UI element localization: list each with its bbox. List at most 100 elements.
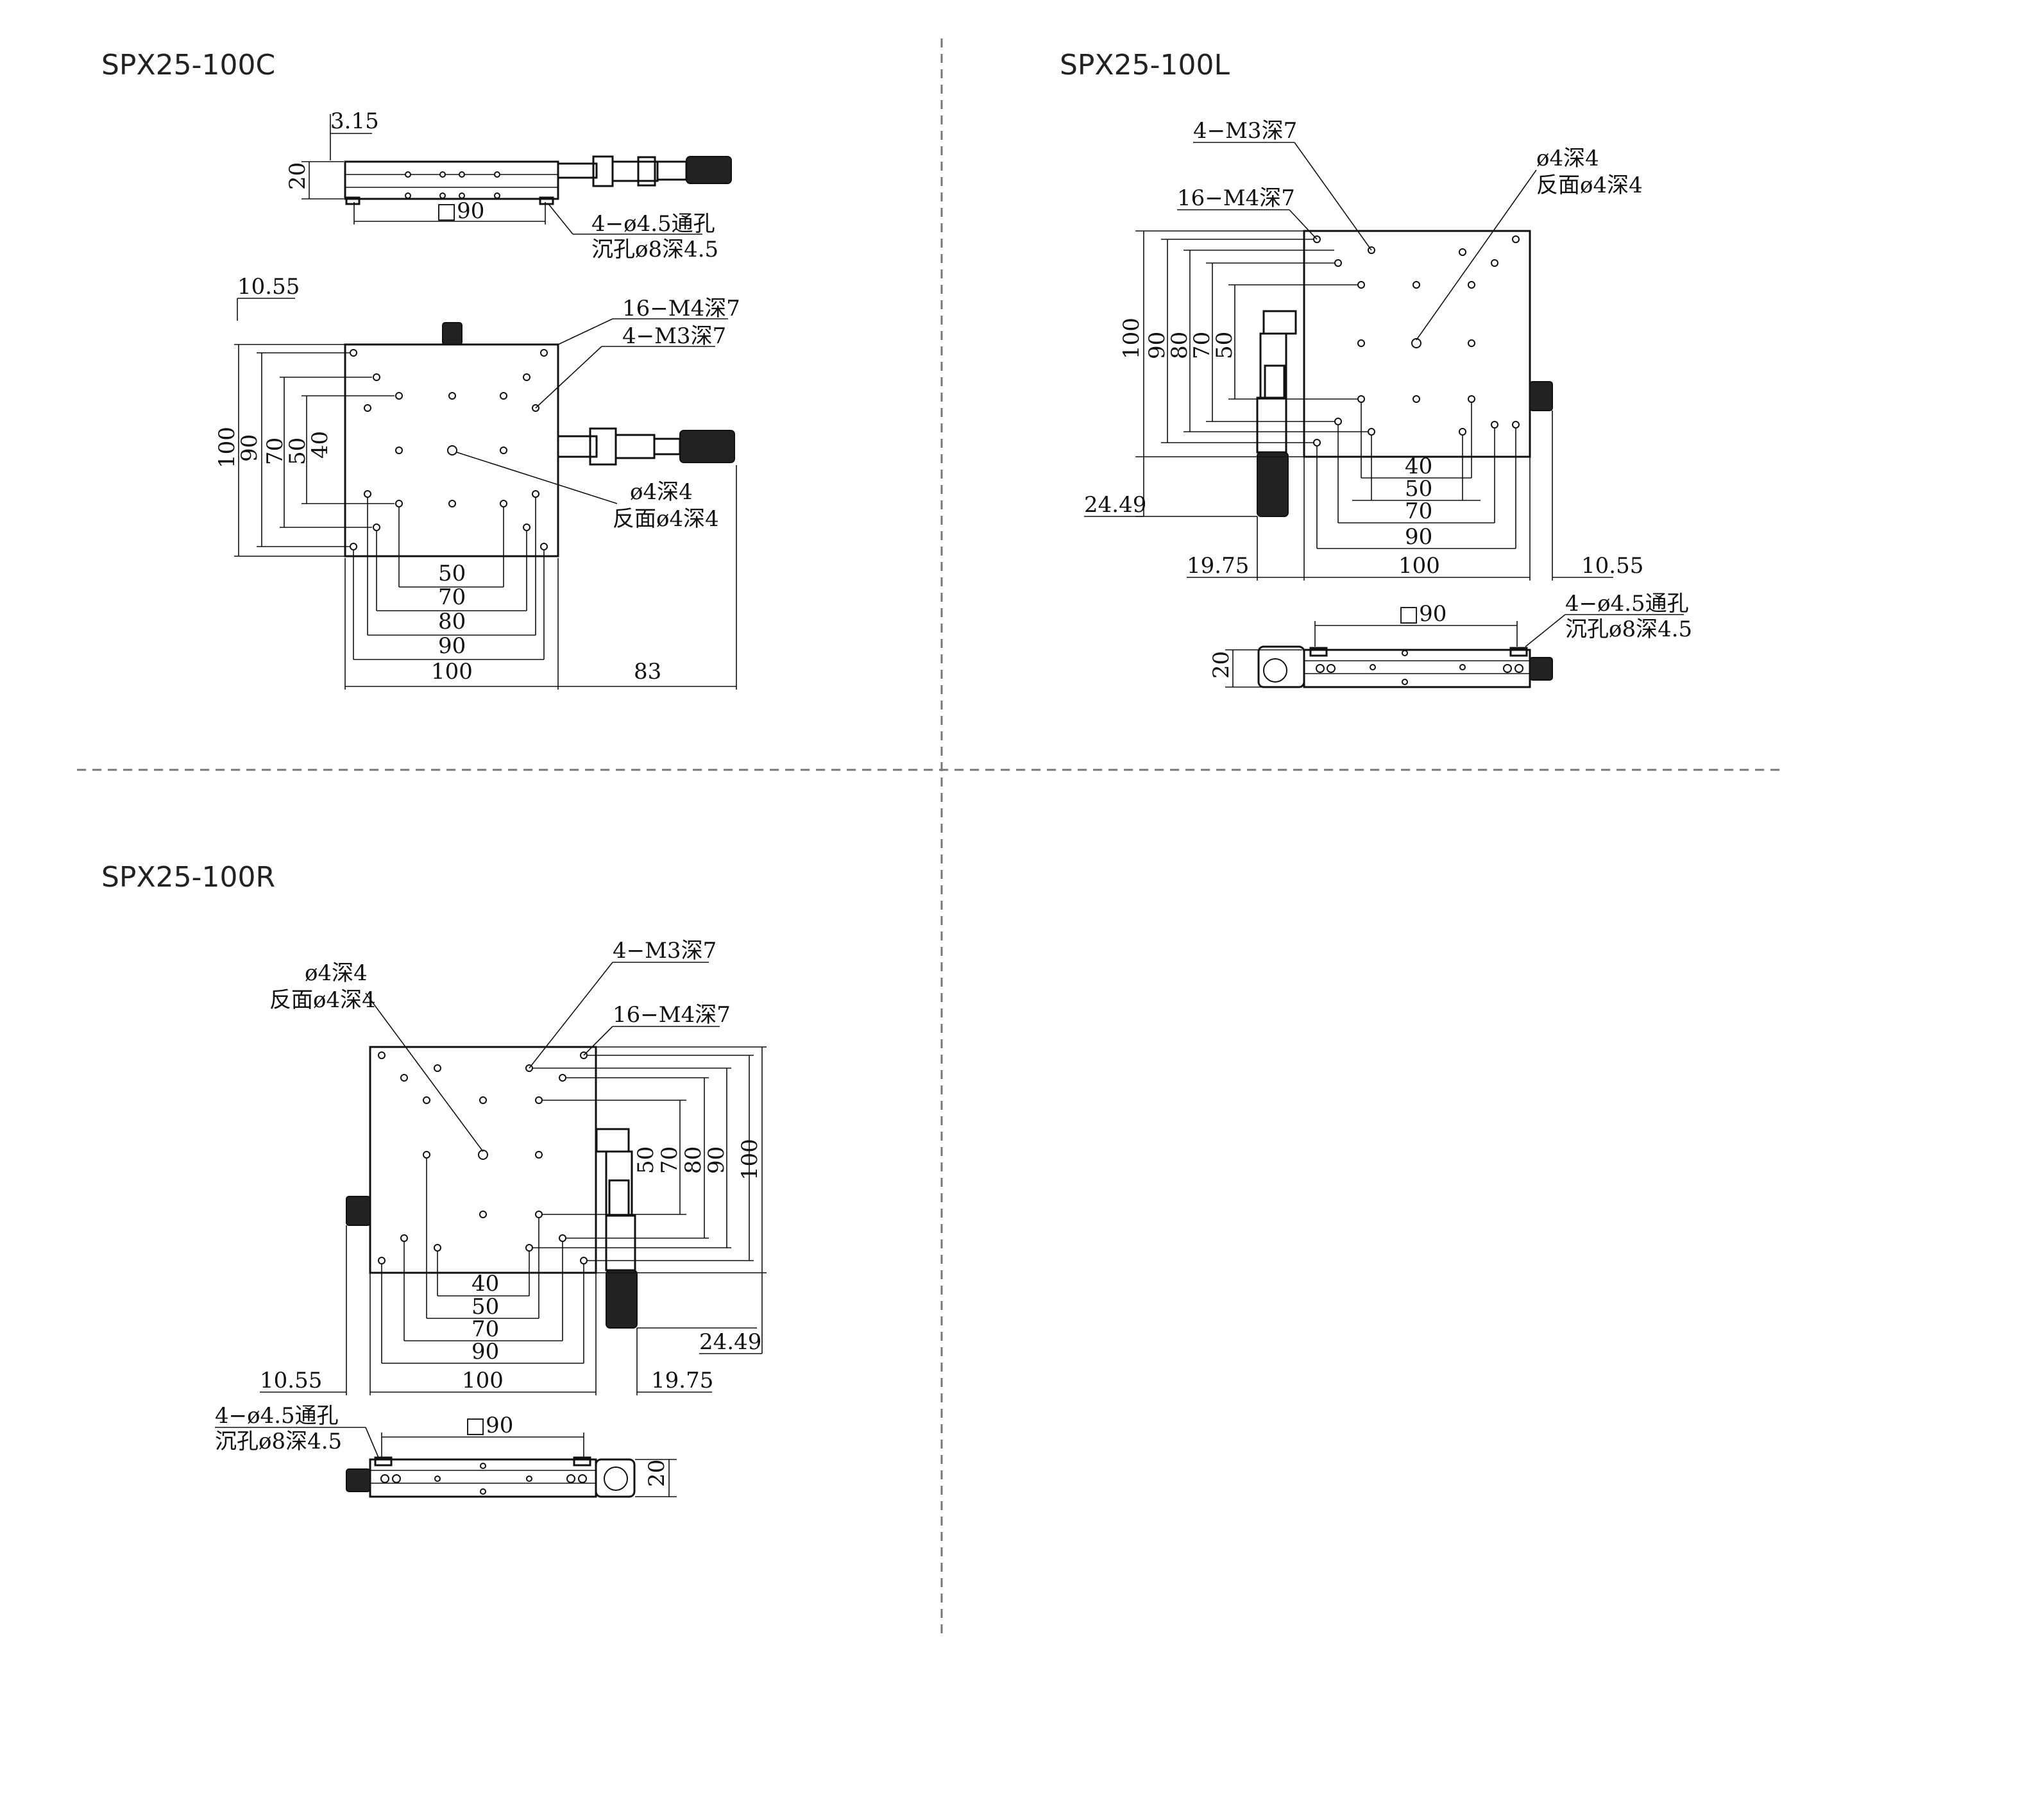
dimension-label: 90: [237, 434, 262, 462]
hole-mark: [459, 171, 465, 178]
hole-mark: [439, 171, 446, 178]
dimension-label: 反面ø4深4: [269, 987, 376, 1013]
part-outline: [557, 435, 598, 458]
dimension-label: 50: [1212, 332, 1237, 359]
dimension-label: □90: [465, 1413, 513, 1438]
mounting-holes: [350, 349, 548, 550]
part-outline: [442, 322, 462, 345]
hole-mark: [434, 1064, 441, 1072]
micrometer-head: [595, 1128, 638, 1329]
dimension-label: □90: [436, 198, 484, 224]
horizontal-dimensions: 40 50 70 90 10.55 100: [260, 1158, 713, 1395]
dimension-label: □90: [1398, 601, 1446, 627]
dimension-label: 100: [431, 659, 473, 685]
dimension-label: 90: [438, 633, 466, 659]
hole-mark: [580, 1257, 588, 1264]
hole-mark: [1402, 679, 1408, 685]
drawing-line: [1294, 142, 1372, 251]
hole-mark: [1357, 281, 1365, 289]
view-spx25-100c: SPX25-100C 3.15: [101, 49, 740, 690]
dimension-label: 反面ø4深4: [613, 506, 719, 532]
drawing-line: [456, 452, 618, 504]
dimension-label: 4−ø4.5通孔: [591, 211, 715, 237]
side-view: 3.15 20 □90 4−ø4.5通孔 沉孔ø8深4.5: [285, 108, 732, 262]
hole-mark: [1327, 664, 1336, 673]
hole-mark: [500, 392, 507, 400]
part-outline: [346, 1196, 371, 1226]
part-outline: [653, 438, 681, 455]
side-holes: [405, 171, 500, 199]
hole-mark: [1503, 664, 1512, 673]
dimension-label: 40: [471, 1271, 499, 1297]
part-outline: [606, 1270, 638, 1329]
dimension-label: 80: [438, 609, 466, 634]
hole-mark: [479, 1211, 487, 1218]
dimension-label: 70: [1189, 332, 1215, 359]
hole-mark: [480, 1463, 486, 1469]
dimension-label: 沉孔ø8深4.5: [591, 237, 718, 262]
hole-mark: [439, 192, 446, 199]
hole-mark: [364, 490, 371, 498]
hole-mark: [559, 1234, 566, 1242]
part-outline: [589, 427, 617, 466]
hole-mark: [523, 373, 530, 381]
part-outline: [1264, 364, 1285, 399]
dimension-label: 100: [214, 427, 240, 468]
hole-mark: [1514, 664, 1523, 673]
micrometer-side: [557, 427, 735, 466]
part-outline: [344, 160, 559, 200]
hole-mark: [566, 1474, 575, 1483]
part-outline: [1257, 452, 1289, 517]
hole-mark: [532, 490, 539, 498]
micrometer-head: [557, 155, 732, 187]
dimension-label: 83: [634, 659, 661, 685]
hole-mark: [378, 1257, 386, 1264]
hole-mark: [1459, 428, 1466, 436]
dimension-label: 80: [681, 1146, 706, 1174]
hole-mark: [1459, 248, 1466, 256]
dimension-label: 4−M3深7: [622, 323, 726, 349]
hole-mark: [350, 349, 357, 357]
hole-mark: [1491, 421, 1498, 429]
dimension-label: 100: [737, 1139, 763, 1180]
hole-mark: [1412, 281, 1420, 289]
dimension-label: 24.49: [699, 1329, 761, 1355]
part-outline: [595, 1128, 630, 1153]
hole-mark: [1357, 339, 1365, 347]
hole-mark: [1512, 421, 1520, 429]
vertical-dimensions: 50 70 80 90 100: [532, 1046, 767, 1354]
side-view: □90 4−ø4.5通孔 沉孔ø8深4.5 20: [1209, 591, 1692, 688]
hole-mark: [1334, 418, 1342, 425]
dimension-label: 90: [1405, 524, 1432, 550]
dimension-label: 4−ø4.5通孔: [1565, 591, 1689, 617]
hole-mark: [478, 1150, 488, 1160]
hole-mark: [434, 1476, 441, 1482]
hole-mark: [447, 445, 457, 455]
hole-mark: [604, 1467, 628, 1491]
drawing-line: [1289, 209, 1318, 240]
hole-mark: [1263, 658, 1287, 683]
drawing-line: [365, 1427, 379, 1458]
dimension-label: ø4深4: [1536, 146, 1599, 171]
hole-mark: [535, 1151, 543, 1159]
part-outline: [573, 1456, 591, 1467]
hole-mark: [380, 1474, 389, 1483]
drawing-line: [557, 318, 613, 345]
dimension-label: ø4深4: [630, 479, 693, 505]
dimension-label: 3.15: [330, 108, 379, 134]
dimension-label: 40: [1405, 454, 1432, 479]
part-outline: [1303, 230, 1531, 458]
part-outline: [595, 1458, 636, 1498]
hole-mark: [395, 446, 403, 454]
mounting-holes: [378, 1051, 588, 1264]
hole-mark: [373, 373, 380, 381]
dimension-label: 100: [1398, 553, 1440, 579]
hole-mark: [400, 1074, 408, 1082]
hole-mark: [1370, 664, 1376, 670]
dimension-label: 70: [262, 438, 288, 465]
dimension-label: 20: [1209, 651, 1234, 679]
dimension-label: 沉孔ø8深4.5: [1565, 617, 1692, 642]
dimension-label: 4−M3深7: [613, 938, 717, 964]
hole-mark: [350, 543, 357, 550]
hole-mark: [1313, 439, 1321, 446]
